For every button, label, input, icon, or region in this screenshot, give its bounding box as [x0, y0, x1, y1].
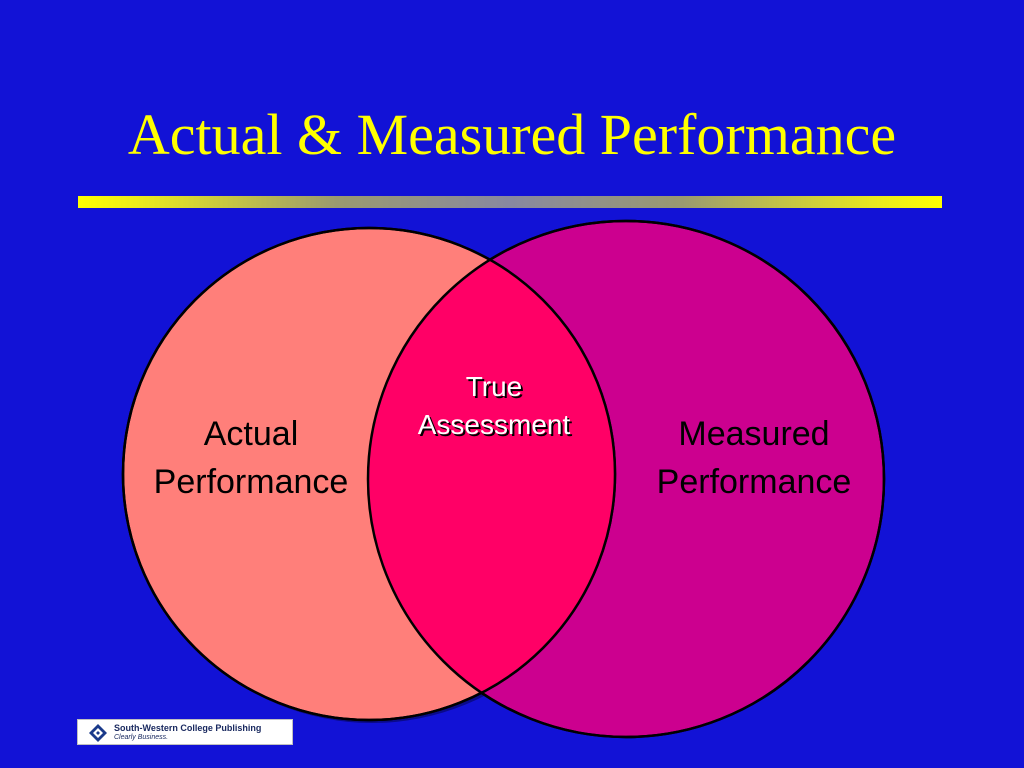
- publisher-name: South-Western College Publishing: [114, 723, 262, 733]
- measured-performance-outline: [366, 219, 886, 739]
- title-divider: [78, 196, 942, 208]
- true-assessment-label-shadow-line2: Assessment: [420, 411, 573, 442]
- slide-title: Actual & Measured Performance: [127, 102, 897, 167]
- publisher-logo: South-Western College Publishing Clearly…: [77, 719, 293, 745]
- measured-performance-label-line2: Performance: [657, 463, 852, 501]
- publisher-tagline: Clearly Business.: [114, 734, 169, 741]
- true-assessment-label-line1: True: [466, 371, 523, 402]
- true-assessment-label-line2: Assessment: [418, 409, 571, 440]
- true-assessment-region: [368, 228, 615, 720]
- actual-performance-label-line1: Actual: [204, 415, 299, 453]
- true-assessment-label-shadow-line1: True: [468, 373, 525, 404]
- actual-performance-outline: [121, 226, 617, 722]
- publisher-logo-icon: [89, 724, 107, 742]
- measured-performance-label-line1: Measured: [678, 415, 829, 453]
- actual-performance-label-line2: Performance: [154, 463, 349, 501]
